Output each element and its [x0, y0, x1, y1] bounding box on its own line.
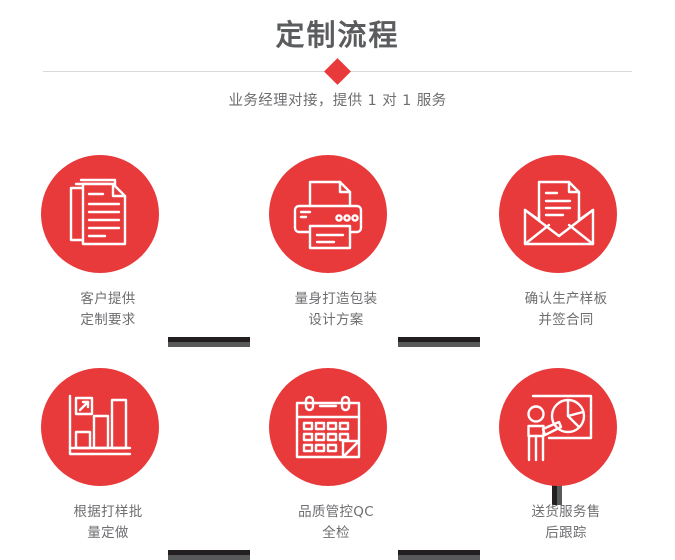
flow-step-5-circle [269, 368, 387, 486]
connector-step2-step3 [398, 337, 480, 347]
connector-dark-band [168, 337, 250, 342]
flow-step-1-label-line1: 客户提供 [80, 291, 136, 307]
flow-step-4-label: 根据打样批 量定做 [0, 502, 200, 544]
connector-gray-band [398, 342, 480, 347]
printer-icon [293, 180, 363, 250]
connector-gray-band [168, 555, 250, 560]
flow-step-6-label-line2: 后跟踪 [545, 525, 587, 541]
connector-step3-step6 [552, 467, 562, 505]
flow-step-2-label-line1: 量身打造包装 [294, 291, 378, 307]
flow-step-6-label: 送货服务售 后跟踪 [458, 502, 658, 544]
flow-step-3-label: 确认生产样板 并签合同 [458, 289, 658, 331]
process-flow: 客户提供 定制要求 [0, 130, 675, 560]
connector-step4-step5 [168, 550, 250, 560]
flow-step-3-circle [499, 155, 617, 273]
connector-step5-step6 [398, 550, 480, 560]
presenter-pie-chart-icon [527, 394, 593, 462]
flow-step-3[interactable]: 确认生产样板 并签合同 [458, 155, 658, 331]
connector-dark-band [398, 337, 480, 342]
documents-stack-icon [69, 178, 127, 246]
flow-step-2-circle [269, 155, 387, 273]
open-envelope-document-icon [523, 180, 595, 246]
page-header: 定制流程 业务经理对接，提供 1 对 1 服务 [0, 0, 675, 130]
connector-gray-band [168, 342, 250, 347]
flow-step-2-label: 量身打造包装 设计方案 [228, 289, 428, 331]
flow-step-4-label-line1: 根据打样批 [73, 504, 143, 520]
flow-step-2-label-line2: 设计方案 [308, 312, 364, 328]
flow-step-3-label-line1: 确认生产样板 [524, 291, 608, 307]
flow-step-1-circle [41, 155, 159, 273]
calendar-icon [295, 395, 361, 459]
flow-step-3-label-line2: 并签合同 [538, 312, 594, 328]
connector-gray-band [557, 467, 562, 505]
flow-step-6-circle [499, 368, 617, 486]
page-title: 定制流程 [275, 18, 400, 52]
flow-step-6-label-line1: 送货服务售 [531, 504, 601, 520]
connector-gray-band [398, 555, 480, 560]
flow-step-5-label-line1: 品质管控QC [298, 504, 374, 520]
diamond-marker-icon [324, 58, 351, 85]
flow-step-1-label: 客户提供 定制要求 [0, 289, 200, 331]
flow-step-6[interactable]: 送货服务售 后跟踪 [458, 368, 658, 544]
flow-step-5[interactable]: 品质管控QC 全检 [228, 368, 428, 544]
flow-step-1[interactable]: 客户提供 定制要求 [0, 155, 200, 331]
flow-step-4[interactable]: 根据打样批 量定做 [0, 368, 200, 544]
connector-step1-step2 [168, 337, 250, 347]
bar-chart-growth-icon [68, 394, 132, 456]
flow-step-1-label-line2: 定制要求 [80, 312, 136, 328]
flow-step-5-label: 品质管控QC 全检 [228, 502, 428, 544]
flow-step-4-circle [41, 368, 159, 486]
connector-dark-band [552, 467, 557, 505]
flow-step-5-label-line2: 全检 [322, 525, 350, 541]
flow-step-4-label-line2: 量定做 [87, 525, 129, 541]
page-subtitle: 业务经理对接，提供 1 对 1 服务 [228, 93, 447, 109]
flow-step-2[interactable]: 量身打造包装 设计方案 [228, 155, 428, 331]
